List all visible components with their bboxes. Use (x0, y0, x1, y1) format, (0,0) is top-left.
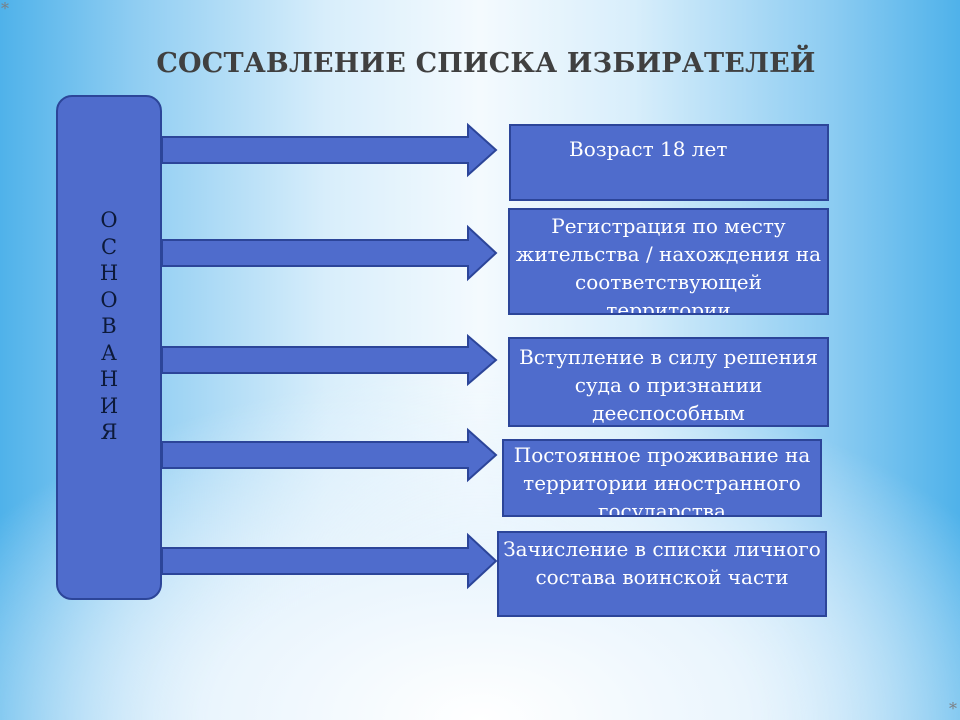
grounds-bar-label: О С Н О В А Н И Я (56, 207, 162, 446)
corner-asterisk-top-left: * (1, 0, 9, 18)
grounds-letter: В (101, 314, 117, 338)
grounds-letter: Н (99, 261, 119, 285)
grounds-letter: О (100, 208, 118, 232)
ground-box-military-unit: Зачисление в списки личного состава воин… (497, 531, 827, 617)
slide-title: СОСТАВЛЕНИЕ СПИСКА ИЗБИРАТЕЛЕЙ (156, 48, 816, 79)
ground-box-age: Возраст 18 лет (509, 124, 829, 201)
corner-asterisk-bottom-right: * (949, 699, 957, 718)
arrow-1 (161, 122, 498, 178)
arrow-5 (161, 532, 498, 590)
ground-box-residence-abroad: Постоянное проживание на территории инос… (502, 439, 822, 517)
ground-box-court-decision: Вступление в силу решения суда о признан… (508, 337, 829, 427)
grounds-letter: О (100, 287, 118, 312)
arrow-3 (161, 333, 498, 387)
grounds-letter: С (100, 234, 118, 259)
arrow-4 (161, 427, 498, 483)
grounds-letter: И (99, 393, 119, 418)
grounds-letter: А (101, 340, 117, 365)
grounds-letter: Я (100, 420, 118, 444)
ground-box-registration: Регистрация по месту жительства / нахожд… (508, 208, 829, 315)
grounds-bar (56, 95, 162, 600)
arrow-2 (161, 224, 498, 282)
grounds-letter: Н (99, 367, 119, 391)
